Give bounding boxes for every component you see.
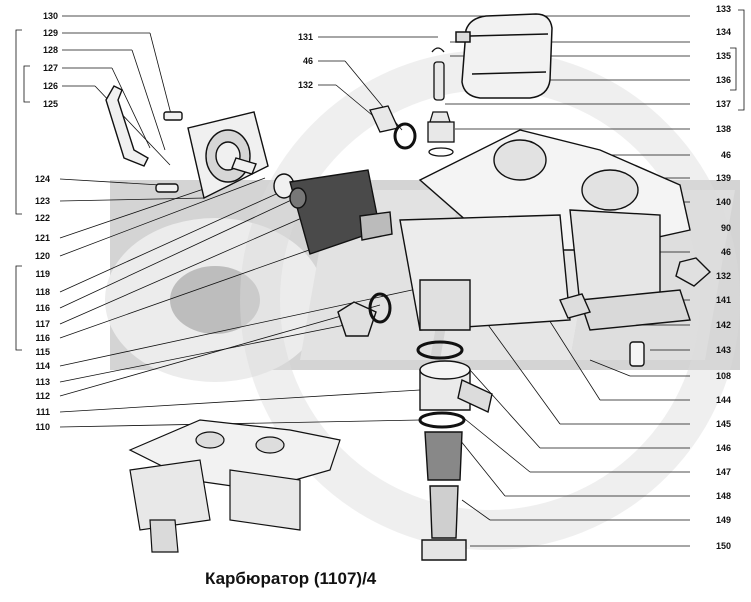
label-148: 148 [716, 491, 732, 501]
label-128: 128 [42, 45, 58, 55]
label-125: 125 [42, 99, 58, 109]
label-118: 118 [35, 287, 50, 297]
label-115: 115 [35, 347, 50, 357]
label-131: 131 [297, 32, 313, 42]
label-46-a: 46 [721, 150, 732, 160]
label-129: 129 [42, 28, 58, 38]
label-143: 143 [716, 345, 732, 355]
label-132-right: 132 [716, 271, 732, 281]
label-149: 149 [716, 515, 732, 525]
label-120: 120 [34, 251, 50, 261]
label-130: 130 [42, 11, 58, 21]
label-135: 135 [716, 51, 732, 61]
label-46-top: 46 [302, 56, 313, 66]
label-119: 119 [35, 269, 50, 279]
label-142: 142 [716, 320, 732, 330]
label-145: 145 [716, 419, 732, 429]
inset-carburetor [128, 419, 341, 553]
label-46-b: 46 [721, 247, 732, 257]
diagram-title: Карбюратор (1107)/4 [205, 569, 377, 588]
label-110: 110 [35, 422, 50, 432]
small-parts [369, 47, 455, 157]
cover-part [455, 13, 553, 99]
label-116a: 116 [35, 303, 50, 313]
label-117: 117 [35, 319, 50, 329]
label-141: 141 [716, 295, 732, 305]
label-133: 133 [716, 4, 732, 14]
accelerator-pump [105, 85, 393, 255]
label-147: 147 [716, 467, 732, 477]
label-139: 139 [716, 173, 732, 183]
label-121: 121 [34, 233, 50, 243]
label-127: 127 [42, 63, 58, 73]
label-138: 138 [716, 124, 732, 134]
label-132-top: 132 [297, 80, 313, 90]
label-116b: 116 [35, 333, 50, 343]
label-111: 111 [35, 407, 50, 417]
label-140: 140 [716, 197, 732, 207]
label-113: 113 [35, 377, 50, 387]
label-137: 137 [716, 99, 732, 109]
group-brackets [15, 9, 745, 351]
label-134: 134 [716, 27, 732, 37]
label-144: 144 [716, 395, 732, 405]
label-124: 124 [34, 174, 50, 184]
label-90: 90 [721, 223, 732, 233]
label-146: 146 [716, 443, 732, 453]
label-150: 150 [716, 541, 732, 551]
label-123: 123 [34, 196, 50, 206]
label-136: 136 [716, 75, 732, 85]
label-108: 108 [716, 371, 732, 381]
label-126: 126 [42, 81, 58, 91]
label-112: 112 [35, 391, 50, 401]
label-122: 122 [34, 213, 50, 223]
label-114: 114 [35, 361, 50, 371]
carburetor-body [337, 129, 712, 561]
